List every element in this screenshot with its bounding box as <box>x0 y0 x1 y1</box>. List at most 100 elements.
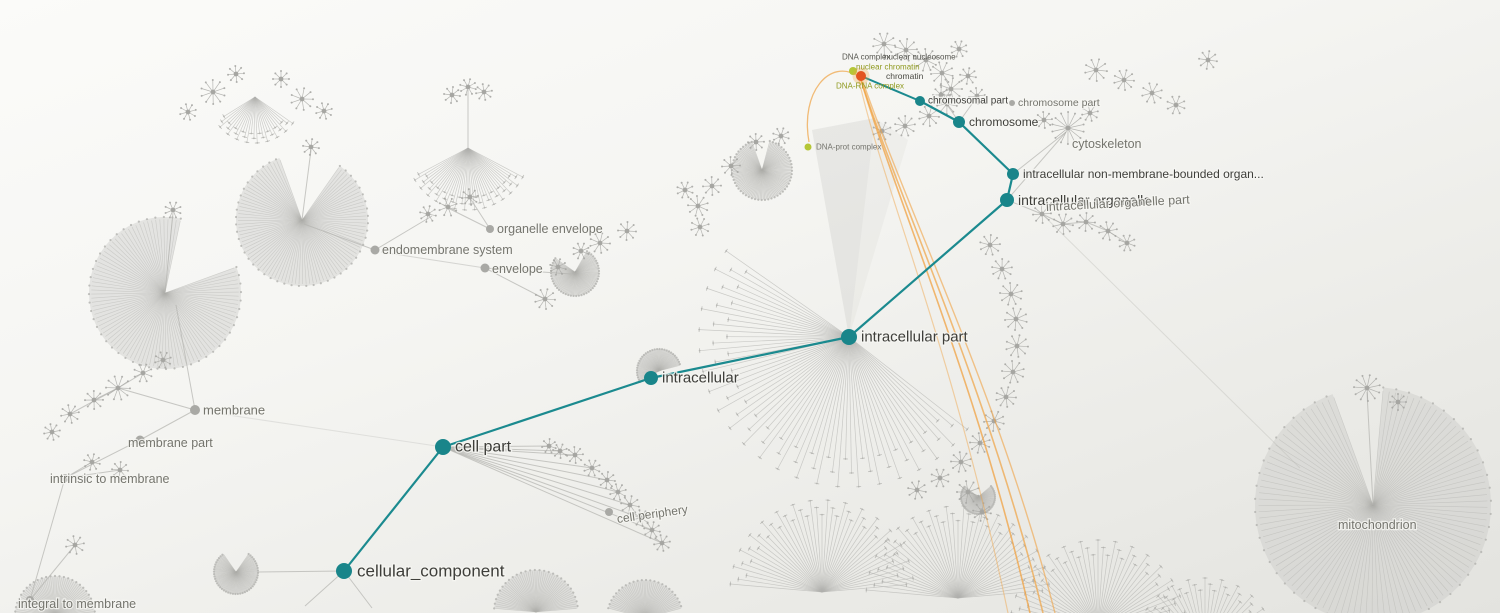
graph-edge <box>442 446 561 452</box>
leaf-cluster-node <box>914 487 920 493</box>
fan-cluster <box>608 580 682 613</box>
leaf-cluster-node <box>546 443 552 449</box>
term-label[interactable]: membrane part <box>127 435 215 451</box>
term-node[interactable] <box>605 508 613 516</box>
node-nuclear-chromatin[interactable] <box>856 71 866 81</box>
node-dna-prot-complex[interactable] <box>804 143 812 151</box>
node-label-intracellular-non-membrane-bounded-organelle[interactable]: intracellular non-membrane-bounded organ… <box>1022 166 1265 182</box>
graph-edge <box>442 446 576 456</box>
graph-edge <box>442 446 593 469</box>
cluster-fans-layer <box>14 96 1493 613</box>
leaf-cluster-node <box>728 163 734 169</box>
term-node[interactable] <box>480 263 490 273</box>
leaf-cluster-node <box>49 429 55 435</box>
leaf-cluster-node <box>308 144 314 150</box>
graph-edge <box>1006 131 1067 201</box>
leaf-cluster-node <box>1149 90 1155 96</box>
term-label[interactable]: intrinsic to membrane <box>49 471 171 487</box>
graph-edge <box>374 215 433 251</box>
leaf-cluster-node <box>555 264 561 270</box>
term-label[interactable]: envelope <box>491 261 544 277</box>
leaf-cluster-node <box>902 123 908 129</box>
node-chromosomal-part[interactable] <box>915 96 925 106</box>
term-node[interactable] <box>1009 100 1015 106</box>
orange-links-layer <box>806 70 1056 613</box>
node-label-cellular-component[interactable]: cellular_component <box>356 560 506 581</box>
term-node[interactable] <box>135 435 145 445</box>
node-chromosome[interactable] <box>953 116 965 128</box>
graph-edge <box>442 446 608 481</box>
node-label-chromosomal-part[interactable]: chromosomal part <box>927 94 1010 107</box>
leaf-cluster-node <box>1013 316 1019 322</box>
small-term-label[interactable]: chromatin <box>886 71 924 81</box>
node-label-intracellular-organelle[interactable]: intracellular organelle <box>1017 191 1153 209</box>
graph-edge <box>117 387 196 411</box>
leaf-cluster-node <box>948 86 954 92</box>
leaf-cluster-node <box>999 266 1005 272</box>
graph-edge <box>380 251 486 269</box>
term-label[interactable]: integral to membrane <box>17 596 138 612</box>
term-node[interactable] <box>486 225 494 233</box>
leaf-cluster-node <box>299 96 305 102</box>
node-chromatin-term[interactable] <box>849 67 857 75</box>
leaf-cluster-node <box>1060 221 1066 227</box>
graph-edge <box>1085 221 1109 232</box>
term-label[interactable]: organelle envelope <box>496 221 604 237</box>
node-label-chromosome[interactable]: chromosome <box>968 114 1040 130</box>
leaf-cluster-node <box>956 46 962 52</box>
node-intracellular-part[interactable] <box>841 329 857 345</box>
small-term-label[interactable]: DNA-prot complex <box>816 143 881 152</box>
node-cell-part[interactable] <box>435 439 451 455</box>
small-term-label[interactable]: DNA complex <box>842 53 890 62</box>
small-term-label[interactable]: nuclear chromatin <box>856 63 920 72</box>
node-label-intracellular-part[interactable]: intracellular part <box>860 327 970 346</box>
term-label[interactable]: chromosome part <box>1017 96 1101 110</box>
graph-edge <box>442 446 619 493</box>
leaf-cluster-node <box>278 76 284 82</box>
leaf-cluster-node <box>627 502 633 508</box>
node-intracellular[interactable] <box>644 371 658 385</box>
node-cellular-component[interactable] <box>336 563 352 579</box>
graph-edge <box>257 570 345 573</box>
node-intracellular-non-membrane-bounded-organelle[interactable] <box>1007 168 1019 180</box>
term-label[interactable]: mitochondrion <box>1337 517 1418 533</box>
leaf-cluster-node <box>974 93 980 99</box>
leaf-cluster-node <box>170 207 176 213</box>
leaf-cluster-node <box>753 139 759 145</box>
leaf-cluster-node <box>987 242 993 248</box>
leaf-cluster-node <box>481 89 487 95</box>
leaf-cluster-node <box>1014 343 1020 349</box>
term-label[interactable]: membrane <box>202 401 267 418</box>
term-node[interactable] <box>61 474 69 482</box>
node-label-cell-part[interactable]: cell part <box>454 437 513 456</box>
graph-edge <box>447 207 491 230</box>
orange-relation-edge <box>860 79 1044 613</box>
graph-edge <box>1012 131 1067 175</box>
leaf-cluster-node <box>449 92 455 98</box>
graph-edge <box>442 446 631 506</box>
graph-edge <box>214 412 444 448</box>
leaf-cluster-node <box>1395 399 1401 405</box>
graph-edge <box>304 570 345 607</box>
leaf-cluster-node <box>697 224 703 230</box>
small-term-label[interactable]: nuclear nucleosome <box>884 53 956 62</box>
highlight-edge <box>343 446 444 572</box>
term-label[interactable]: cell periphery <box>615 501 690 527</box>
small-term-label[interactable]: DNA-RNA complex <box>836 82 904 91</box>
leaf-cluster-node <box>709 183 715 189</box>
term-label[interactable]: endomembrane system <box>381 242 514 258</box>
leaf-cluster-node <box>965 489 971 495</box>
leaf-cluster-node <box>467 194 473 200</box>
term-node[interactable] <box>370 245 380 255</box>
node-intracellular-organelle[interactable] <box>1000 193 1014 207</box>
highlight-edge <box>442 376 652 449</box>
node-label-intracellular[interactable]: intracellular <box>661 368 740 387</box>
term-node[interactable] <box>26 596 34 604</box>
term-label[interactable]: cytoskeleton <box>1071 136 1143 152</box>
leaf-cluster-node <box>624 228 630 234</box>
fan-cluster <box>1255 387 1491 613</box>
leaf-cluster-node <box>659 540 665 546</box>
leaf-cluster-node <box>89 459 95 465</box>
term-node[interactable] <box>190 405 200 415</box>
